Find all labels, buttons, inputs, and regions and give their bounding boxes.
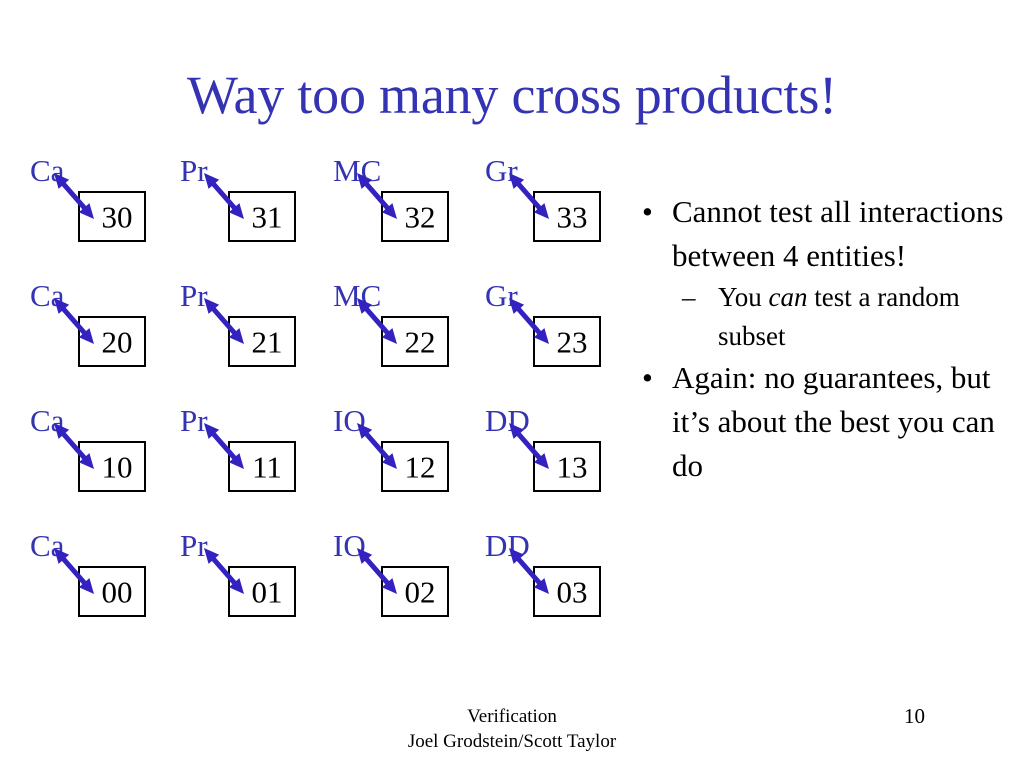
cell-box: 22 [381, 316, 449, 367]
cell-box-value: 21 [251, 324, 283, 359]
bullet-item-2-text: Again: no guarantees, but it’s about the… [672, 360, 995, 483]
cell-box: 32 [381, 191, 449, 242]
cell-box-value: 30 [101, 199, 133, 234]
cell-entity-label: Pr [180, 528, 208, 563]
grid-cell: DD 03 [485, 530, 655, 640]
sub-bullet-text-emphasis: can [768, 282, 808, 312]
grid-cell: MC 22 [333, 280, 503, 390]
cell-box: 30 [78, 191, 146, 242]
cell-box-value: 12 [404, 449, 436, 484]
grid-cell: Ca 00 [30, 530, 200, 640]
page-number: 10 [904, 704, 925, 728]
cell-box-value: 03 [556, 574, 588, 609]
grid-cell: MC 32 [333, 155, 503, 265]
bullet-item-1-text: Cannot test all interactions between 4 e… [672, 194, 1004, 273]
page-title: Way too many cross products! [187, 65, 837, 125]
cell-entity-label: IO [333, 403, 366, 438]
cell-box-value: 10 [101, 449, 133, 484]
cell-entity-label: MC [333, 153, 382, 188]
cell-box: 23 [533, 316, 601, 367]
grid-cell: Gr 23 [485, 280, 655, 390]
cell-box-value: 11 [252, 449, 282, 484]
cell-entity-label: MC [333, 278, 382, 313]
cell-entity-label: Ca [30, 153, 65, 188]
slide-footer: Verification Joel Grodstein/Scott Taylor [0, 704, 1024, 754]
grid-cell: IO 12 [333, 405, 503, 515]
cell-box: 03 [533, 566, 601, 617]
cell-entity-label: Pr [180, 403, 208, 438]
cell-box-value: 20 [101, 324, 133, 359]
cell-entity-label: Pr [180, 153, 208, 188]
cell-entity-label: Pr [180, 278, 208, 313]
cell-entity-label: IO [333, 528, 366, 563]
bullet-item-1: • Cannot test all interactions between 4… [632, 190, 1024, 278]
grid-cell: Pr 11 [180, 405, 350, 515]
cell-entity-label: DD [485, 528, 530, 563]
footer-line-2: Joel Grodstein/Scott Taylor [407, 731, 617, 752]
cell-box: 00 [78, 566, 146, 617]
cell-box-value: 02 [404, 574, 436, 609]
cell-entity-label: Gr [485, 153, 518, 188]
grid-cell: Ca 20 [30, 280, 200, 390]
grid-cell: Ca 10 [30, 405, 200, 515]
grid-cell: Ca 30 [30, 155, 200, 265]
cell-entity-label: DD [485, 403, 530, 438]
grid-cell: DD 13 [485, 405, 655, 515]
bullet-marker-icon: • [642, 360, 653, 395]
cell-entity-label: Ca [30, 403, 65, 438]
cell-box: 01 [228, 566, 296, 617]
cell-box: 13 [533, 441, 601, 492]
cell-box: 33 [533, 191, 601, 242]
cell-box-value: 13 [556, 449, 588, 484]
bullet-item-2: • Again: no guarantees, but it’s about t… [632, 356, 1024, 488]
cell-box: 10 [78, 441, 146, 492]
cell-box: 21 [228, 316, 296, 367]
footer-line-1: Verification [467, 706, 557, 727]
sub-bullet-text-pre: You [718, 282, 769, 312]
sub-bullet-text-post: test a random subset [718, 282, 960, 351]
cell-entity-label: Ca [30, 528, 65, 563]
cell-box-value: 33 [556, 199, 588, 234]
grid-cell: Pr 01 [180, 530, 350, 640]
bullet-marker-icon: • [642, 194, 653, 229]
cell-box: 12 [381, 441, 449, 492]
cell-box: 11 [228, 441, 296, 492]
grid-cell: Gr 33 [485, 155, 655, 265]
cell-box: 02 [381, 566, 449, 617]
cell-box-value: 01 [251, 574, 283, 609]
cell-box-value: 31 [251, 199, 283, 234]
cell-box: 31 [228, 191, 296, 242]
cell-box: 20 [78, 316, 146, 367]
bullet-item-1-sub: – You can test a random subset [632, 278, 1024, 356]
grid-cell: Pr 21 [180, 280, 350, 390]
cell-entity-label: Gr [485, 278, 518, 313]
cell-entity-label: Ca [30, 278, 65, 313]
grid-cell: IO 02 [333, 530, 503, 640]
cell-box-value: 23 [556, 324, 588, 359]
cell-box-value: 32 [404, 199, 436, 234]
sub-bullet-dash-icon: – [682, 282, 696, 312]
cell-box-value: 22 [404, 324, 436, 359]
bullet-panel: • Cannot test all interactions between 4… [632, 190, 1024, 488]
grid-cell: Pr 31 [180, 155, 350, 265]
cell-box-value: 00 [101, 574, 133, 609]
